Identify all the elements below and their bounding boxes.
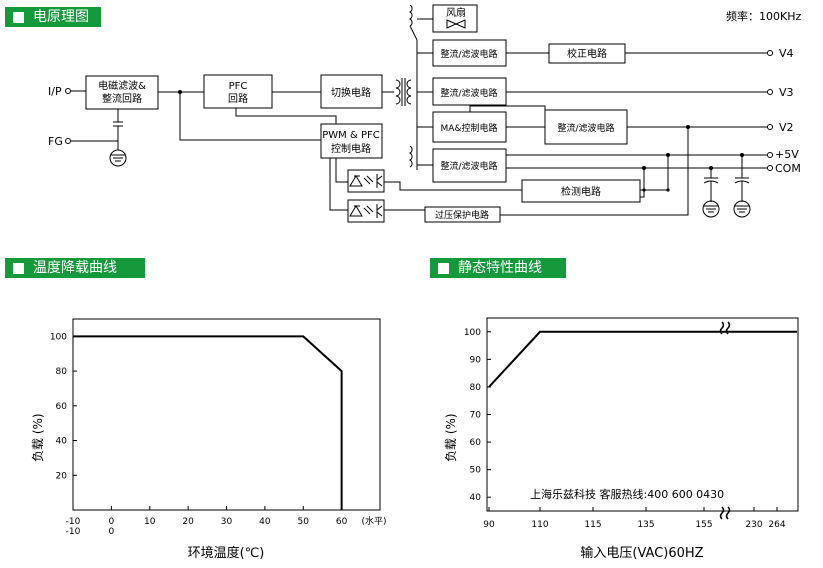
x-tick-label: 60 [336,517,348,527]
terminal-com: COM [775,162,801,175]
x-tick-label: 40 [259,517,271,527]
block-label: 风扇 [446,6,466,19]
plot-frame [486,317,799,512]
section-title: 温度降载曲线 [33,260,117,276]
y-tick-label: 90 [470,355,482,365]
x-tick-label: 110 [531,520,548,530]
section-title: 静态特性曲线 [458,260,542,276]
rectifier-filter-5v-block: 整流/滤波电路 [432,148,507,183]
derating-series-line [73,335,343,510]
y-tick-label: 80 [470,383,482,393]
fan-icon [446,19,466,29]
block-label: PWM & PFC [322,130,379,141]
block-label: MA&控制电路 [441,122,498,134]
x-tick-label: 264 [768,520,785,530]
x-tick-label: 20 [182,517,194,527]
y-axis-label: 负载 (%) [31,413,45,462]
optocoupler-icon [347,169,385,193]
x-tick-label: 50 [298,517,310,527]
x-tick-label: 155 [695,520,712,530]
y-tick-label: 80 [56,367,68,377]
block-label: 整流/滤波电路 [440,87,497,99]
y-tick-label: 40 [470,493,482,503]
plot-frame [72,318,381,511]
section-header-schematic: 电原理图 [5,7,101,27]
block-label: 切换电路 [331,86,371,99]
square-icon [13,11,24,23]
rectifier-filter-v4-block: 整流/滤波电路 [432,39,507,67]
ground-icon [702,200,720,218]
x-tick-label: 115 [584,520,601,530]
x-tick-label: 30 [221,517,233,527]
x-tick-label: 0 [109,517,115,527]
terminal-v2: V2 [779,121,794,134]
x-tick-label: 10 [144,517,156,527]
section-header-derating: 温度降载曲线 [5,258,145,278]
x-tick-label: 135 [637,520,654,530]
rectifier-filter-v3-block: 整流/滤波电路 [432,77,507,106]
terminal-5v: +5V [775,148,799,161]
y-tick-label: 20 [56,471,68,481]
correction-circuit-block: 校正电路 [548,43,626,64]
overvoltage-protection-block: 过压保护电路 [424,206,501,223]
block-label: 整流/滤波电路 [557,122,614,134]
terminal-v4: V4 [779,47,794,60]
block-label: 过压保护电路 [435,209,489,221]
emi-filter-block: 电磁滤波& 整流回路 [85,75,159,110]
rectifier-filter-v2-block: 整流/滤波电路 [544,109,628,145]
junction-dots [178,90,744,192]
pwm-pfc-control-block: PWM & PFC 控制电路 [320,123,383,159]
section-header-static: 静态特性曲线 [430,258,566,278]
x-tick-label: -10 [66,517,81,527]
terminal-fg: FG [48,135,63,148]
y-tick-label: 40 [56,437,68,447]
terminal-v3: V3 [779,86,794,99]
watermark-text: 上海乐兹科技 客服热线:400 600 0430 [530,488,725,501]
block-label: 整流/滤波电路 [440,160,497,172]
detection-circuit-block: 检测电路 [521,179,641,203]
block-label: 检测电路 [561,185,601,198]
block-label: 校正电路 [567,47,607,60]
y-tick-label: 100 [464,328,481,338]
chart-axes: -10 0 10 20 30 40 50 60 -10 0 100 80 60 40 20 [50,332,348,537]
y-axis-label: 负载 (%) [444,413,458,462]
x-axis-unit: (水平) [361,515,386,527]
optocoupler-icon [347,199,385,223]
block-label: 电磁滤波& [98,79,146,92]
x-axis-label: 输入电压(VAC)60HZ [580,545,703,561]
terminal-ip: I/P [48,85,62,98]
transformer-icon [395,4,418,168]
pfc-block: PFC 回路 [203,74,273,109]
square-icon [438,262,449,274]
y-tick-label: 70 [470,411,482,421]
y-tick-label: 60 [470,438,482,448]
ground-icon [733,200,751,218]
block-diagram: 电磁滤波& 整流回路 PFC 回路 切换电路 PWM & PFC 控制电路 风扇… [48,4,801,223]
ground-icon [109,149,127,167]
ma-control-block: MA&控制电路 [432,111,507,143]
x-axis-label: 环境温度(℃) [188,545,265,561]
block-label: 控制电路 [331,142,371,155]
block-label: 整流回路 [102,92,142,105]
static-series-line [488,330,797,388]
fan-block: 风扇 [417,4,478,33]
y-tick-label: 100 [50,332,67,342]
x-tick-label: 0 [109,527,115,537]
frequency-label: 频率：100KHz [726,10,802,23]
x-tick-label: -10 [66,527,81,537]
block-label: PFC [229,81,248,92]
switch-circuit-block: 切换电路 [320,74,383,109]
section-title: 电原理图 [33,9,89,25]
terminal-circles [65,50,773,171]
wires [68,40,770,216]
y-tick-label: 60 [56,402,68,412]
block-label: 整流/滤波电路 [440,48,497,60]
y-tick-label: 50 [470,466,482,476]
x-tick-label: 90 [483,520,495,530]
x-tick-label: 230 [745,520,762,530]
block-label: 回路 [228,92,248,105]
square-icon [13,262,24,274]
